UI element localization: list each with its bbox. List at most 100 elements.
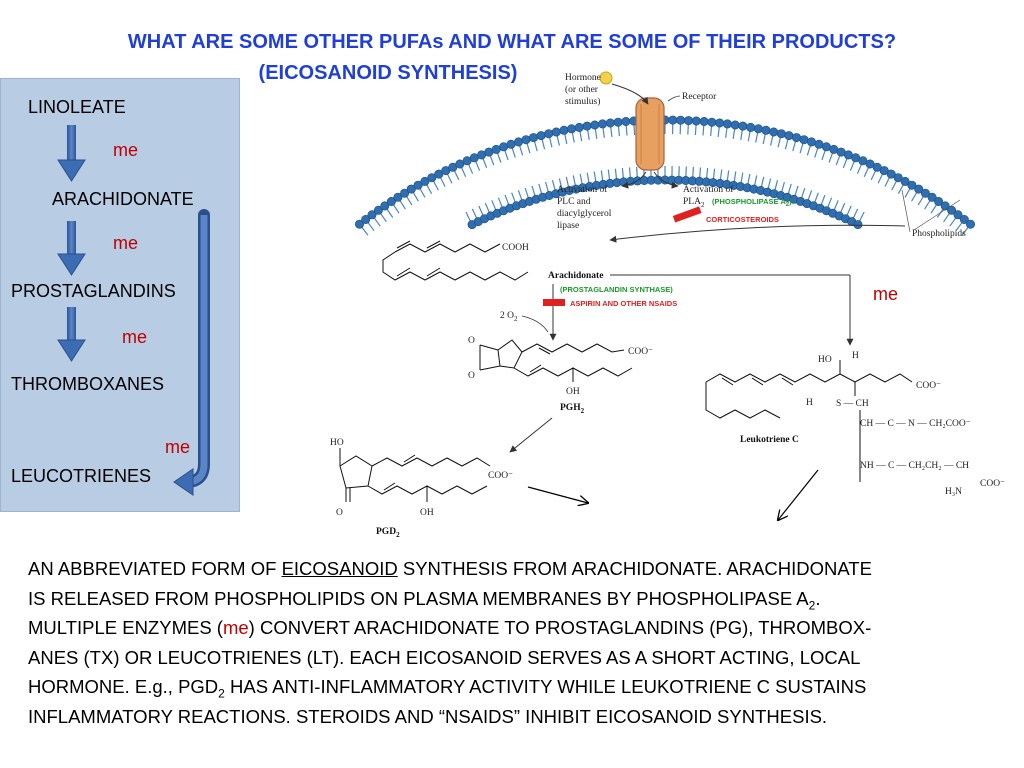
lipid-head (380, 201, 390, 211)
lipid-head (934, 197, 944, 207)
lipid-head (574, 122, 584, 132)
lipid-head (715, 118, 725, 128)
caption-text: MULTIPLE ENZYMES ( (28, 617, 223, 638)
caption-text: IS RELEASED FROM PHOSPHOLIPIDS ON PLASMA… (28, 587, 809, 609)
enzyme-label: me (113, 233, 139, 253)
coo-label: COO⁻ (628, 347, 653, 357)
lipid-head (907, 180, 917, 190)
caption-text: . (815, 587, 821, 609)
caption-line: HORMONE. E.g., PGD2 HAS ANTI-INFLAMMATOR… (28, 672, 1003, 702)
pla2-label-2: PLA2 (683, 197, 705, 209)
lipid-head (354, 219, 364, 229)
lipid-head (806, 137, 816, 147)
step-arachidonate: ARACHIDONATE (52, 189, 194, 209)
receptor-icon (635, 97, 665, 171)
lipid-head (953, 210, 963, 220)
caption-underlined-term: EICOSANOID (281, 558, 398, 579)
hormone-icon (599, 71, 613, 85)
lipid-head (536, 131, 546, 141)
pla2-label-1: Activation of (683, 184, 734, 195)
coo-label: COO⁻ (916, 381, 941, 391)
plc-label-3: diacylglycerol (557, 209, 612, 219)
lipid-head (528, 133, 538, 143)
lipid-head (367, 210, 377, 220)
plc-label-1: Activation of (557, 184, 608, 195)
lipid-head (927, 192, 937, 202)
lipid-head (965, 219, 975, 229)
caption-text: AN ABBREVIATED FORM OF (28, 558, 282, 579)
o-label: O (336, 508, 343, 518)
lipid-head (668, 115, 678, 125)
lipid-head (769, 127, 779, 137)
lipid-head (361, 215, 371, 225)
leukotriene-c-structure (705, 360, 913, 482)
lipid-head (959, 215, 969, 225)
corticosteroids-label: CORTICOSTEROIDS (706, 215, 779, 224)
aspirin-label: ASPIRIN AND OTHER NSAIDS (570, 299, 677, 308)
lipid-head (753, 124, 763, 134)
o-label: O (468, 371, 475, 381)
plc-label-2: PLC and (557, 197, 591, 207)
lipid-head (373, 205, 383, 215)
step-prostaglandins: PROSTAGLANDINS (11, 281, 176, 301)
caption-line: MULTIPLE ENZYMES (me) CONVERT ARACHIDONA… (28, 613, 1003, 643)
lipid-head (893, 173, 903, 183)
caption-line: INFLAMMATORY REACTIONS. STEROIDS AND “NS… (28, 705, 828, 727)
lipid-head (621, 117, 631, 127)
lipid-head (691, 116, 701, 126)
caption-line: IS RELEASED FROM PHOSPHOLIPIDS ON PLASMA… (28, 584, 1003, 614)
lipid-head (799, 135, 809, 145)
down-arrow-icon (57, 125, 86, 182)
ch-c-n-label: CH — C — N — CH₂COO⁻ (860, 419, 971, 429)
pg-synthase-label: (PROSTAGLANDIN SYNTHASE) (560, 285, 673, 294)
inhibition-bar (543, 299, 565, 306)
lipid-head (413, 180, 423, 190)
arrow-icon (527, 486, 588, 503)
lipid-head (605, 118, 615, 128)
lipid-head (590, 120, 600, 130)
plasma-membrane (354, 115, 975, 236)
step-leucotrienes: LEUCOTRIENES (11, 466, 152, 486)
caption-text: ) CONVERT ARACHIDONATE TO PROSTAGLANDINS… (248, 617, 872, 638)
o2-label: 2 O2 (500, 311, 518, 323)
down-arrow-icon (57, 307, 86, 362)
oh-label: OH (420, 508, 434, 518)
lipid-head (683, 116, 693, 126)
lipid-head (582, 121, 592, 131)
lipid-head (544, 129, 554, 139)
lipid-head (738, 121, 748, 131)
caption-enzyme-term: me (222, 617, 249, 638)
curved-arrow-icon (173, 209, 210, 496)
lipid-head (920, 188, 930, 198)
subscript: 2 (808, 598, 816, 613)
enzyme-label: me (165, 437, 191, 457)
page-title: WHAT ARE SOME OTHER PUFAs AND WHAT ARE S… (127, 31, 897, 53)
lipid-head (784, 131, 794, 141)
coo-label: COO⁻ (488, 471, 513, 481)
lipid-head (506, 139, 516, 149)
ho-label: HO (818, 355, 832, 365)
step-linoleate: LINOLEATE (28, 97, 126, 117)
lipid-head (559, 125, 569, 135)
lipid-head (551, 127, 561, 137)
lipid-head (427, 173, 437, 183)
caption-line: ANES (TX) OR LEUCOTRIENES (LT). EACH EIC… (28, 646, 861, 668)
h3n-label: H₃N (945, 487, 962, 497)
ho-label: HO (330, 438, 344, 448)
lipid-head (400, 188, 410, 198)
lipid-head (393, 192, 403, 202)
caption-text: HAS ANTI-INFLAMMATORY ACTIVITY WHILE LEU… (224, 676, 867, 697)
lipid-head (761, 125, 771, 135)
hormone-label: Hormone (565, 73, 601, 83)
lipid-head (521, 135, 531, 145)
lipid-head (900, 176, 910, 186)
s-ch2-label: S — CH (836, 399, 869, 409)
lipid-head (513, 137, 523, 147)
caption: AN ABBREVIATED FORM OF EICOSANOID SYNTHE… (28, 554, 1003, 731)
pgh2-label: PGH2 (560, 403, 585, 415)
lipid-head (853, 220, 863, 230)
o-label: O (468, 336, 475, 346)
pgd2-structure (339, 448, 491, 502)
lipid-head (699, 117, 709, 127)
